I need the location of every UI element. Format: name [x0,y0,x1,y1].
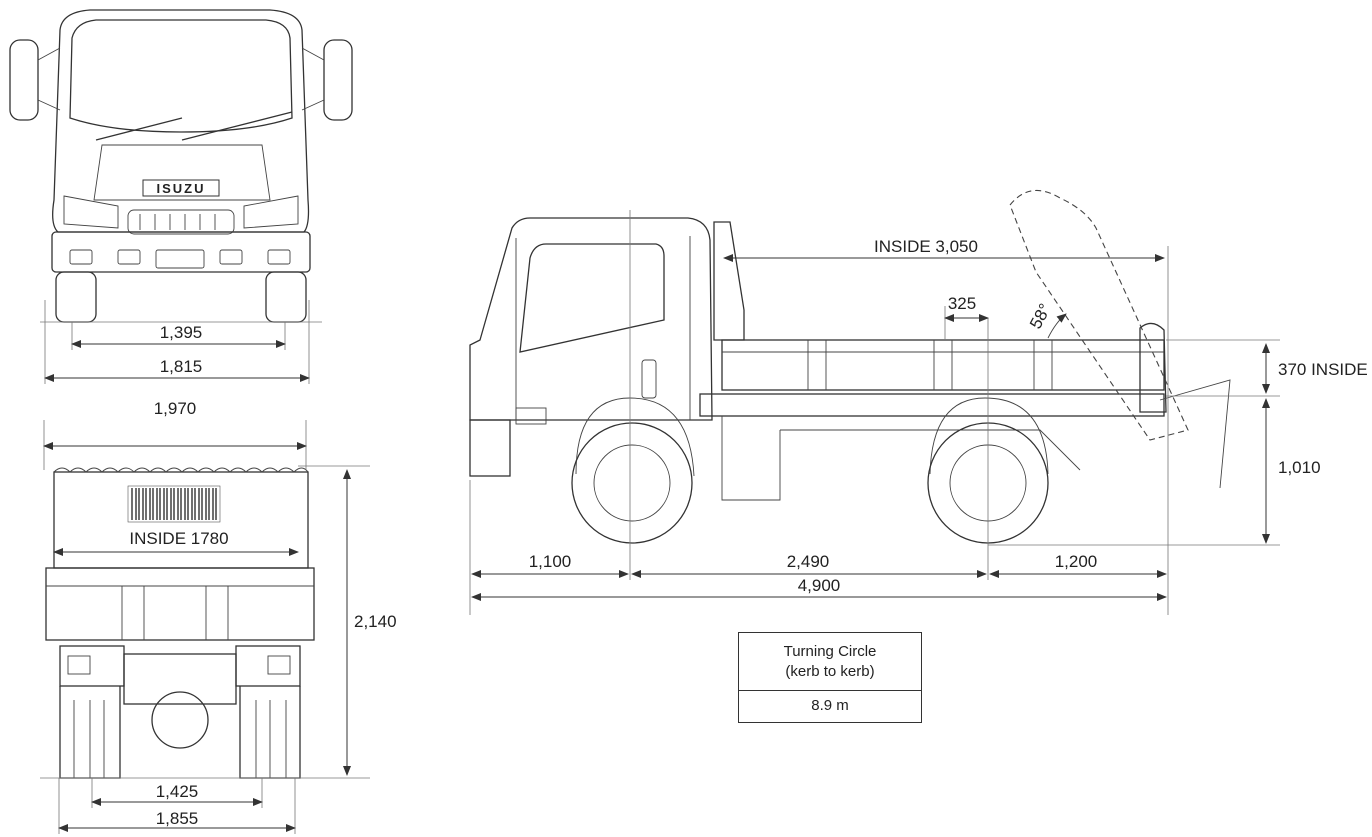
rear-body-width-dim: 1,970 [154,399,197,418]
rear-height-dim: 2,140 [354,612,397,631]
side-view [469,189,1280,615]
side-pivot-offset-dim: 325 [948,294,976,313]
side-tip-angle-dim: 58° [1026,300,1055,332]
rear-track-dim: 1,425 [156,782,199,801]
turning-circle-table: Turning Circle (kerb to kerb) 8.9 m [738,632,922,723]
turning-circle-value: 8.9 m [811,697,849,714]
front-view [9,9,353,384]
rear-panel-stripes [127,485,221,523]
side-rear-overhang-dim: 1,200 [1055,552,1098,571]
turning-circle-label: Turning Circle [783,643,877,660]
turning-circle-header: Turning Circle (kerb to kerb) [739,633,921,691]
side-wheelbase-dim: 2,490 [787,552,830,571]
side-deck-height-dim: 1,010 [1278,458,1321,477]
side-front-overhang-dim: 1,100 [529,552,572,571]
turning-circle-sublabel: (kerb to kerb) [785,663,875,680]
rear-view [40,420,370,834]
badge-text: ISUZU [157,181,206,196]
rear-overall-width-dim: 1,855 [156,809,199,828]
isuzu-badge: ISUZU [142,179,220,197]
side-height-inside-dim: 370 INSIDE [1278,360,1368,379]
side-overall-length-dim: 4,900 [798,576,841,595]
front-width-dim: 1,815 [160,357,203,376]
rear-inside-width-dim: INSIDE 1780 [129,529,228,548]
front-track-dim: 1,395 [160,323,203,342]
side-inside-length-dim: INSIDE 3,050 [874,237,978,256]
